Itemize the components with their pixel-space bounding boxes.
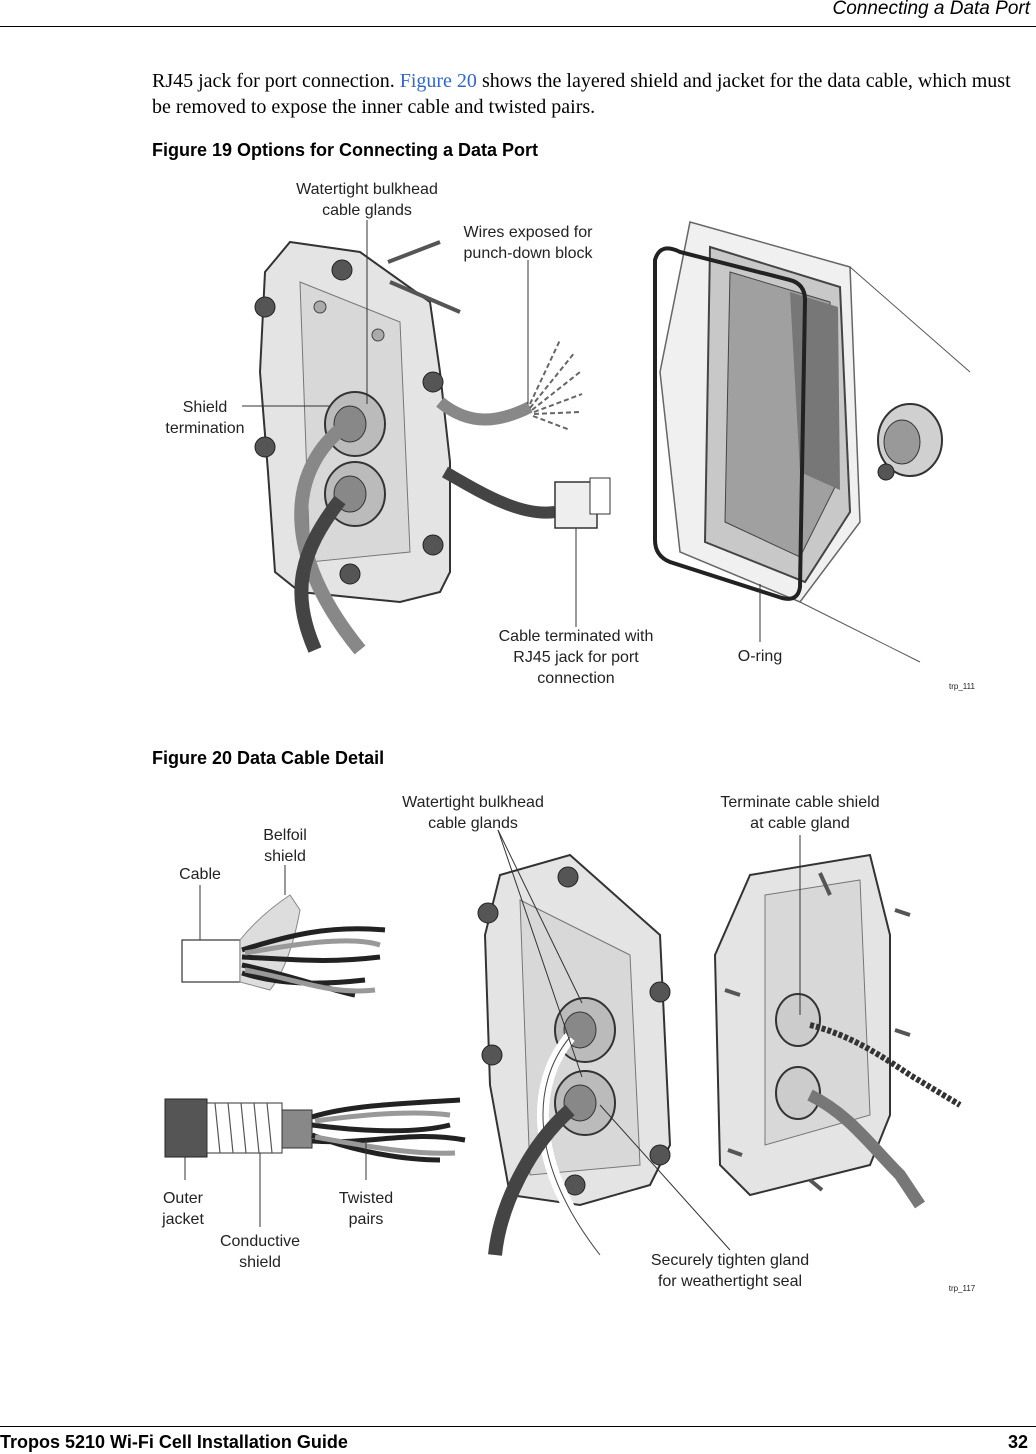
label-belfoil-2: shield [264, 848, 306, 865]
figure-19-caption: Figure 19 Options for Connecting a Data … [152, 140, 539, 160]
figure-20-link[interactable]: Figure 20 [399, 70, 477, 92]
label-wires-exposed-2: punch-down block [464, 245, 594, 262]
figure-19-leaders [242, 220, 761, 642]
label-shield-2: termination [165, 420, 244, 437]
label-oring: O-ring [738, 648, 782, 665]
label-outer-jacket-2: jacket [161, 1211, 204, 1228]
label-watertight-glands-2: cable glands [428, 815, 518, 832]
bulkhead-plate-front [477, 853, 672, 1259]
enclosure-back-plate [713, 853, 962, 1209]
figure-19-illustration: Watertight bulkhead cable glands Wires e… [165, 181, 975, 691]
label-rj45-2: RJ45 jack for port [513, 649, 639, 666]
footer-title: Tropos 5210 Wi-Fi Cell Installation Guid… [0, 1432, 348, 1452]
label-watertight-glands-1: Watertight bulkhead [296, 181, 438, 198]
label-outer-jacket-1: Outer [163, 1190, 204, 1207]
body-text-end: shows the layered shield and jacket for … [152, 70, 1011, 118]
bulkhead-plate-left [254, 240, 461, 604]
label-belfoil-1: Belfoil [263, 827, 307, 844]
label-conductive-shield-2: shield [239, 1254, 281, 1271]
page-number: 32 [1007, 1432, 1028, 1452]
label-shield-1: Shield [183, 399, 227, 416]
footer-rule [0, 1426, 1036, 1427]
label-twisted-pairs-2: pairs [349, 1211, 384, 1228]
label-watertight-glands-2: cable glands [322, 202, 412, 219]
label-terminate-shield-1: Terminate cable shield [720, 794, 879, 811]
data-cables [294, 339, 611, 655]
label-securely-tighten-1: Securely tighten gland [651, 1252, 809, 1269]
label-twisted-pairs-1: Twisted [339, 1190, 393, 1207]
figure-19-code: trp_111 [949, 682, 975, 691]
figure-20-caption: Figure 20 Data Cable Detail [152, 748, 385, 768]
label-conductive-shield-1: Conductive [220, 1233, 300, 1250]
header-rule [0, 26, 1036, 27]
label-rj45-1: Cable terminated with [499, 628, 654, 645]
figure-20-leaders [184, 829, 801, 1251]
label-securely-tighten-2: for weathertight seal [658, 1273, 802, 1290]
enclosure-with-oring [653, 221, 971, 663]
body-paragraph: RJ45 jack for port connection. Figure 20… [152, 68, 1032, 120]
label-terminate-shield-2: at cable gland [750, 815, 850, 832]
body-text-start: RJ45 jack for port connection. [152, 70, 400, 92]
label-cable: Cable [179, 866, 221, 883]
figure-20-code: trp_117 [949, 1284, 976, 1293]
cable-belfoil-detail [181, 894, 386, 998]
label-wires-exposed-1: Wires exposed for [464, 224, 594, 241]
label-rj45-3: connection [537, 670, 614, 687]
figure-20-illustration: Watertight bulkhead cable glands Termina… [161, 794, 976, 1293]
running-header: Connecting a Data Port [832, 0, 1030, 19]
label-watertight-glands-1: Watertight bulkhead [402, 794, 544, 811]
cable-conductive-detail [164, 1097, 466, 1163]
